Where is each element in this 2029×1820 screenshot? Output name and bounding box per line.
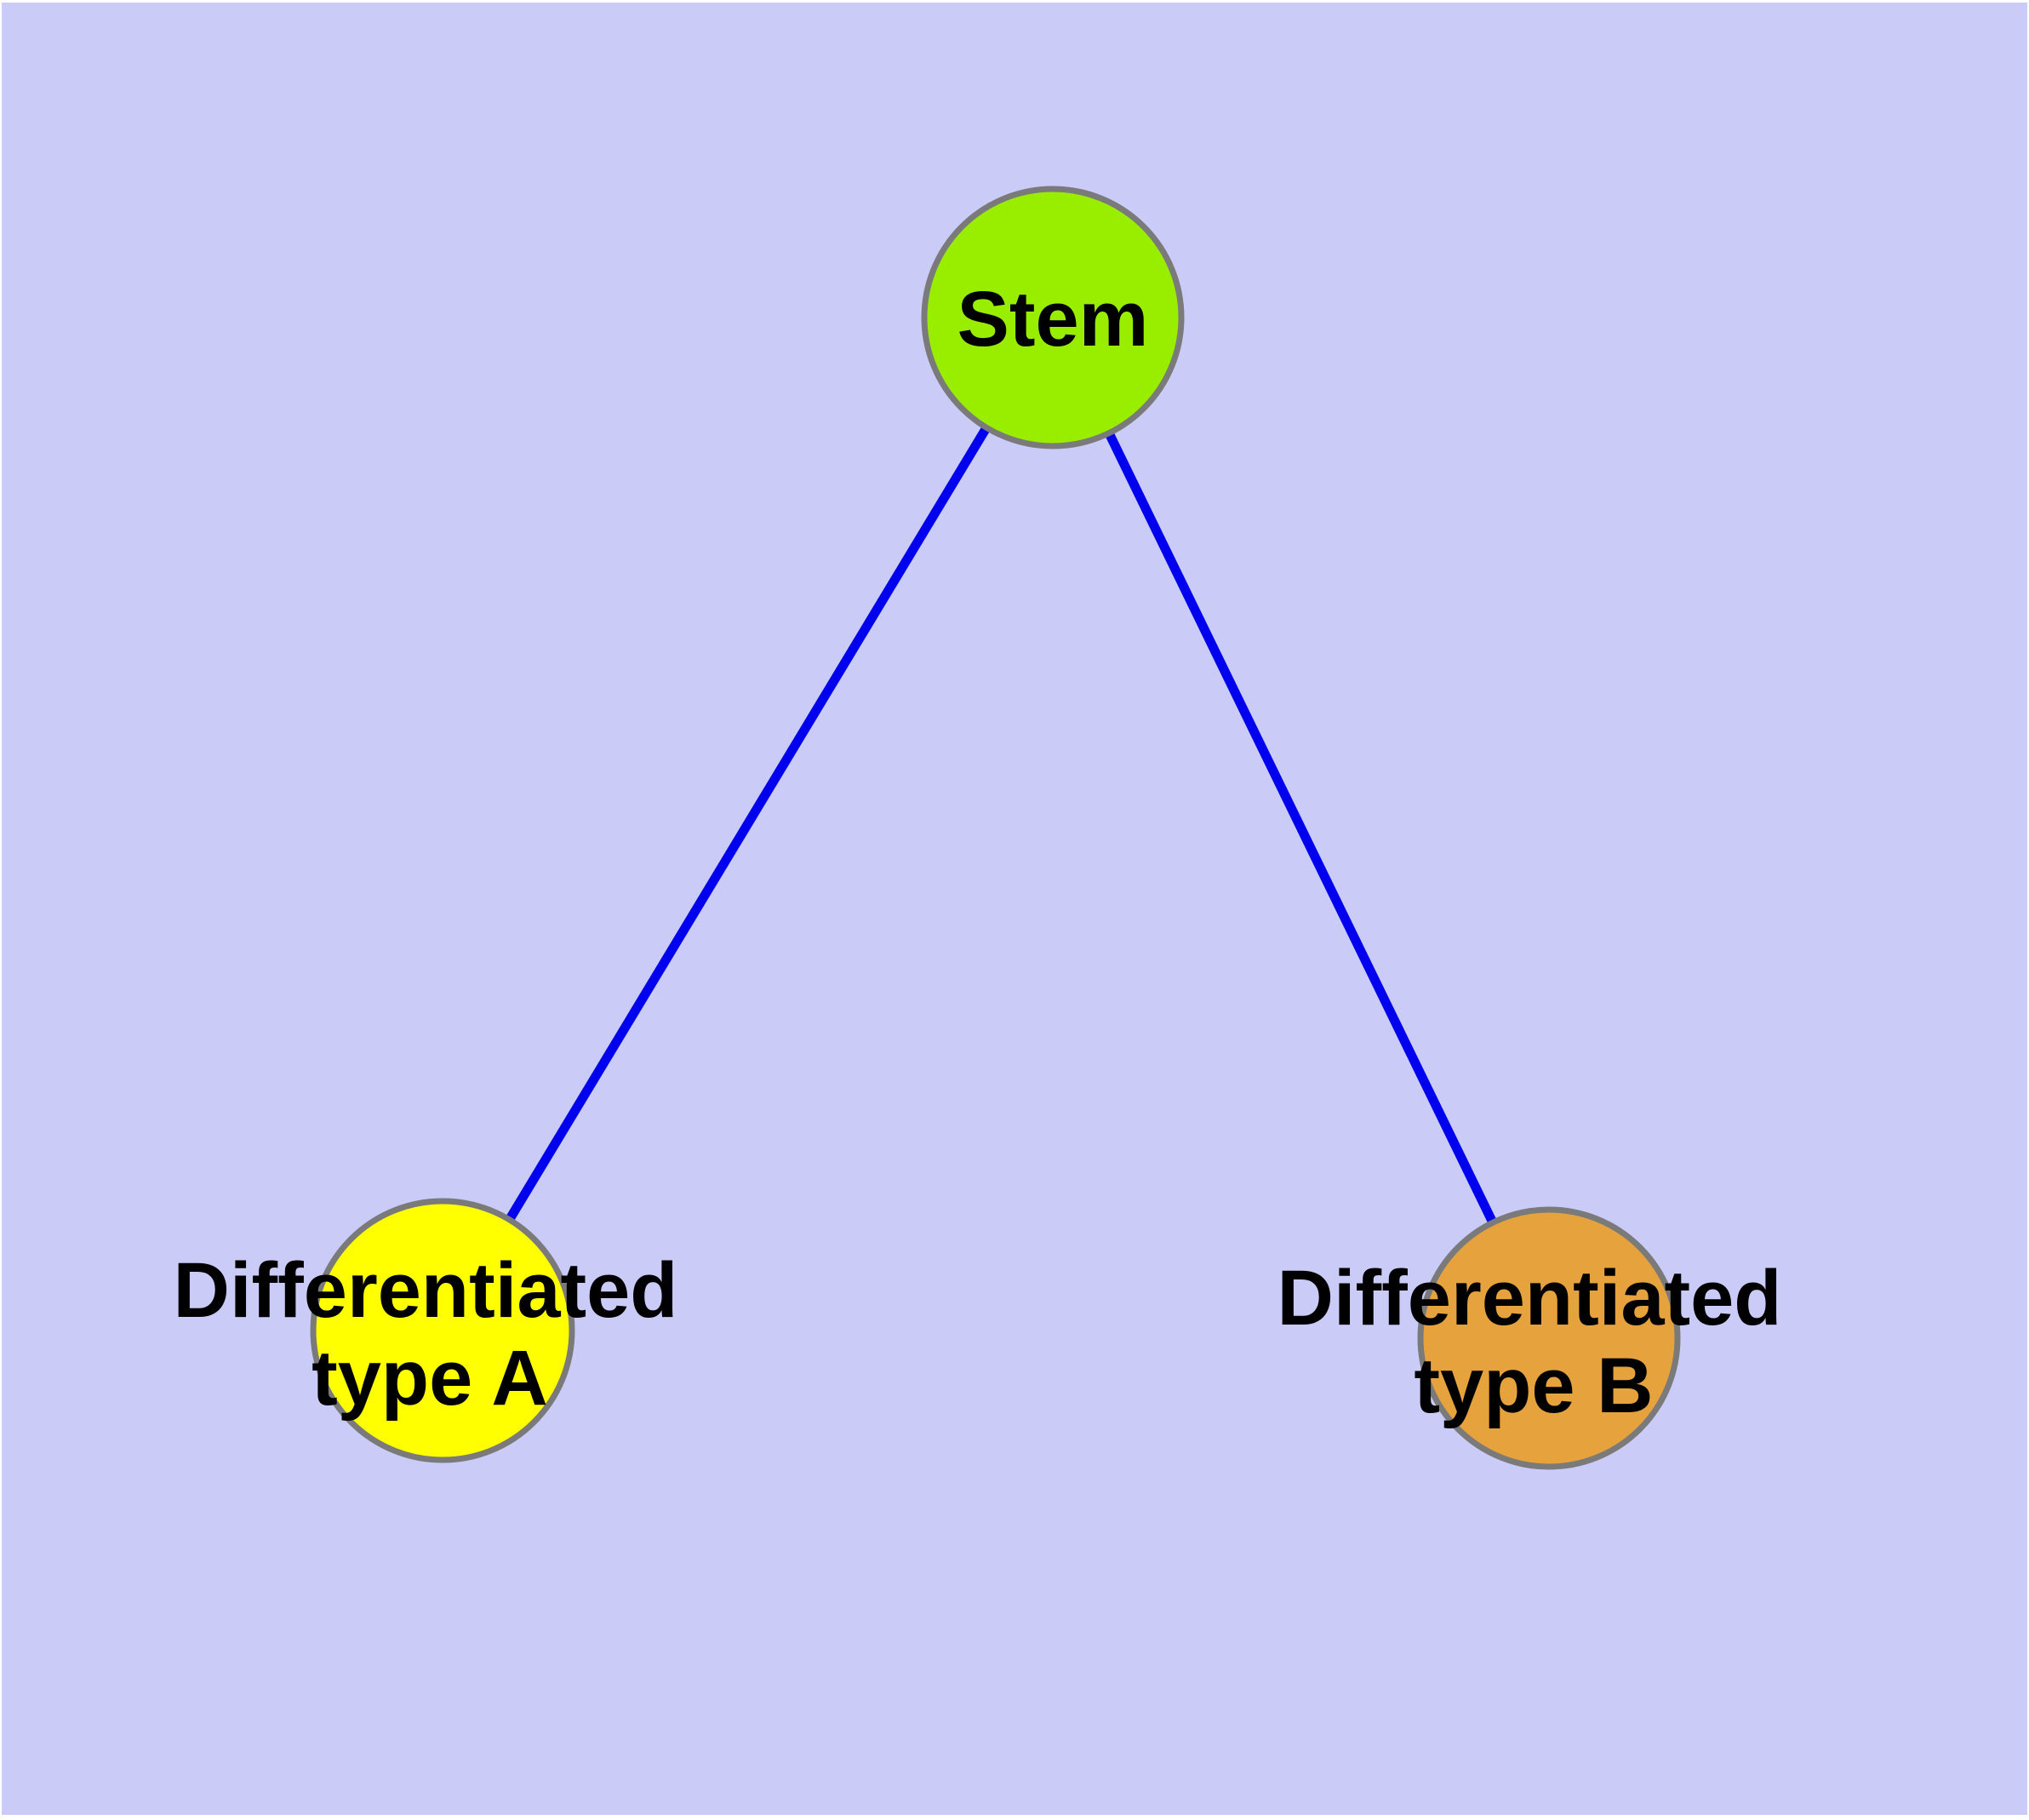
node-type-b-circle — [1417, 1206, 1681, 1470]
node-stem-circle — [921, 186, 1185, 449]
node-type-a-label-line1: Differentiated — [174, 1247, 678, 1334]
edge-stem-to-type-a — [438, 315, 1057, 1333]
node-type-b-label-line2: type B — [1414, 1342, 1653, 1429]
node-type-a-label-line2: type A — [311, 1335, 548, 1422]
node-type-b-label-line1: Differentiated — [1277, 1255, 1782, 1342]
edge-stem-to-type-b — [1049, 315, 1553, 1341]
node-type-a-circle — [310, 1198, 575, 1463]
node-stem-label: Stem — [957, 276, 1149, 363]
